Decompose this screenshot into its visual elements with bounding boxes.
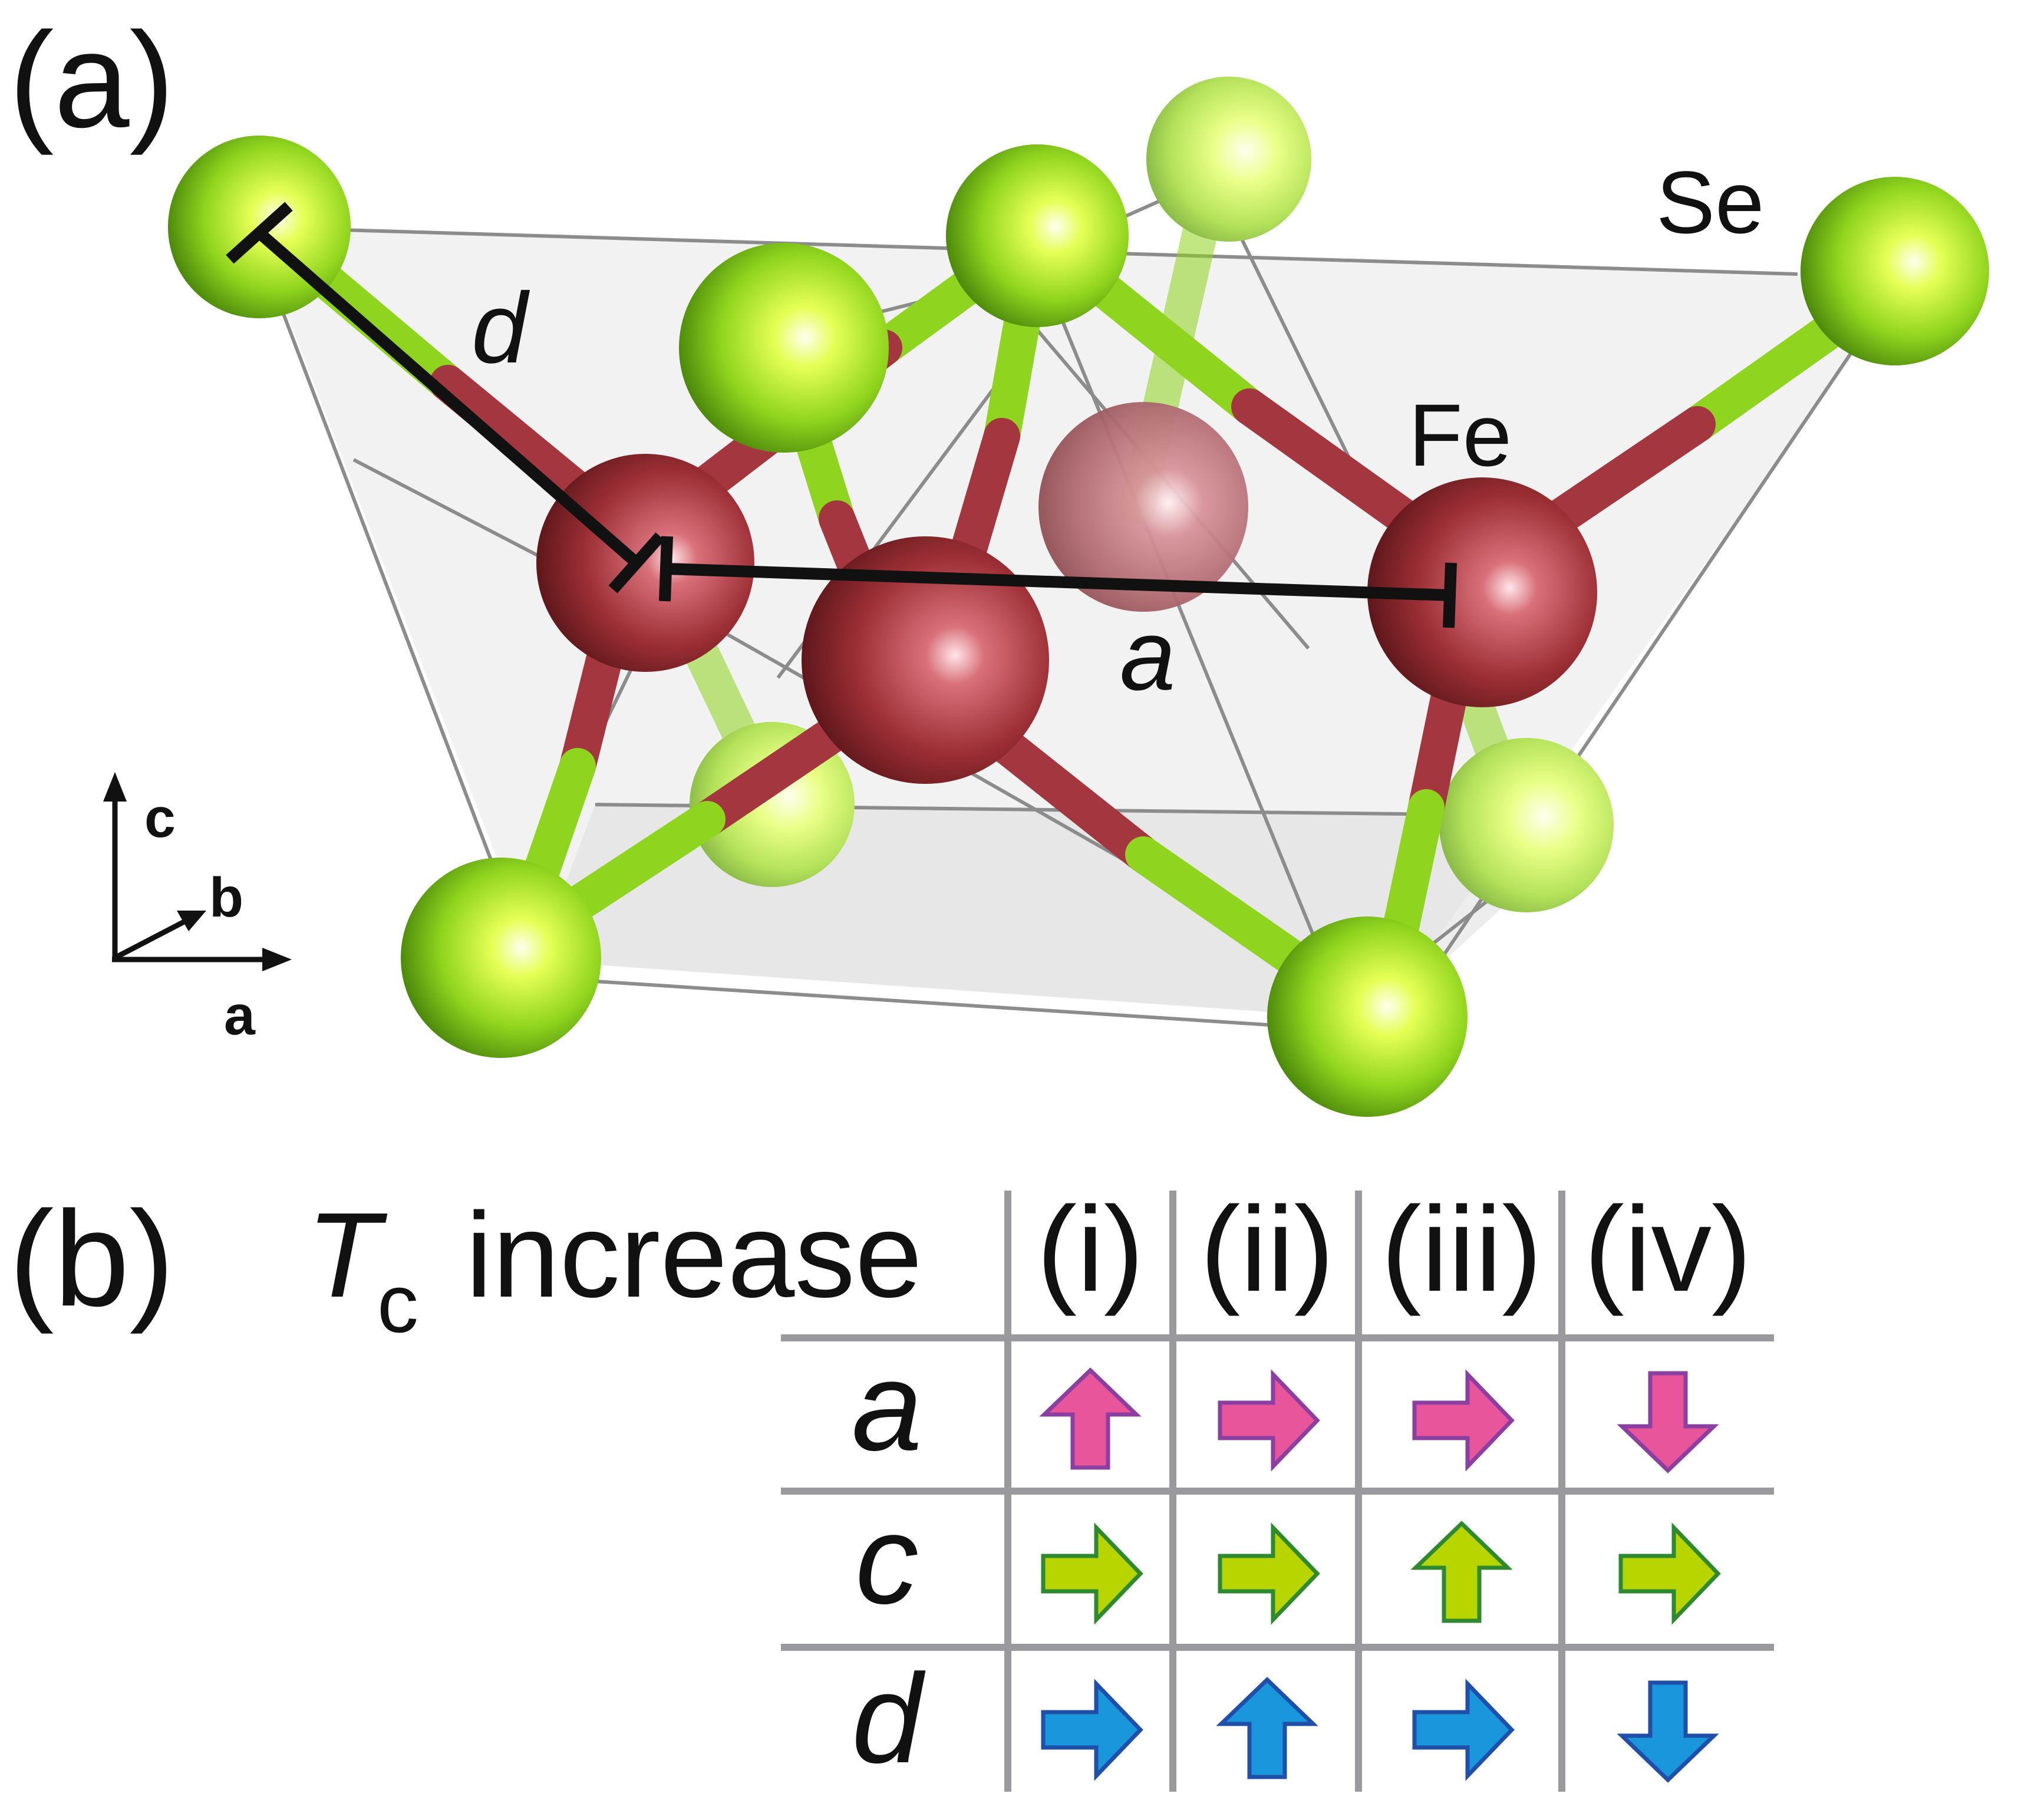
b-axis-arrowhead: [177, 911, 206, 931]
a-dimension-line: [665, 563, 1450, 601]
se-atom: [1267, 916, 1468, 1117]
a-dimension-cap: [659, 536, 673, 602]
arrow-a-right: [1218, 1369, 1320, 1472]
fe-atom: [1367, 477, 1597, 707]
tc-subscript: c: [377, 1257, 418, 1350]
arrow-a-right: [1412, 1369, 1515, 1472]
arrow-a-up: [1039, 1367, 1142, 1470]
trend-arrows: [1039, 1367, 1721, 1783]
se-atom: [946, 144, 1129, 327]
panel-b-label: (b): [9, 1183, 174, 1334]
a-dimension-cap: [1443, 562, 1457, 628]
tc-symbol: T: [306, 1188, 388, 1323]
fe-label: Fe: [1409, 385, 1512, 484]
b-axis-label: b: [209, 866, 243, 929]
table-grid: [781, 1191, 1774, 1792]
arrow-c-right: [1218, 1522, 1320, 1625]
arrow-c-right: [1618, 1522, 1721, 1625]
arrow-a-down: [1617, 1371, 1719, 1473]
panel-a-label: (a): [9, 4, 174, 156]
arrow-d-up: [1216, 1677, 1318, 1779]
a-axis-label: a: [224, 984, 256, 1047]
dimension-d: [226, 202, 665, 594]
panel-a: (a): [9, 4, 1989, 1117]
column-header-ii: (ii): [1200, 1182, 1334, 1317]
se-atom: [1801, 177, 1989, 365]
row-header-c: c: [855, 1488, 919, 1630]
cell-edge: [595, 980, 1280, 1027]
fe-atom: [802, 536, 1049, 784]
axis-triad: [103, 772, 292, 971]
arrow-c-right: [1041, 1522, 1143, 1625]
arrow-c-up: [1410, 1521, 1513, 1623]
panel-b: (b) T c increase (i) (ii) (iii) (iv) a c…: [9, 1182, 1774, 1792]
c-axis-arrowhead: [103, 772, 127, 802]
a-label: a: [1120, 599, 1176, 711]
tc-text: increase: [466, 1188, 922, 1323]
arrow-d-down: [1617, 1680, 1719, 1783]
c-axis-label: c: [144, 787, 176, 849]
arrow-d-right: [1041, 1679, 1143, 1781]
tc-label: T c increase: [306, 1188, 922, 1350]
d-dimension-cap: [226, 202, 293, 264]
a-axis-arrowhead: [262, 948, 292, 971]
cell-edge: [281, 311, 509, 903]
column-header-iii: (iii): [1381, 1182, 1542, 1317]
fe-atom-back: [1038, 402, 1248, 612]
fe-atom: [536, 454, 754, 672]
d-dimension-cap: [608, 532, 665, 594]
se-atom-back: [1439, 738, 1614, 912]
se-atom: [679, 243, 889, 453]
b-axis-line: [113, 917, 190, 960]
d-label: d: [471, 272, 530, 384]
column-header-iv: (iv): [1584, 1182, 1752, 1317]
row-header-a: a: [852, 1335, 922, 1477]
row-header-d: d: [852, 1647, 926, 1789]
se-label: Se: [1656, 153, 1764, 252]
d-dimension-line: [255, 228, 641, 568]
cell-edge: [1036, 258, 1328, 968]
se-atom-back: [1146, 77, 1311, 242]
dimension-a: [659, 536, 1457, 628]
se-atom: [401, 858, 601, 1058]
arrow-d-right: [1412, 1679, 1515, 1781]
column-header-i: (i): [1037, 1182, 1144, 1317]
